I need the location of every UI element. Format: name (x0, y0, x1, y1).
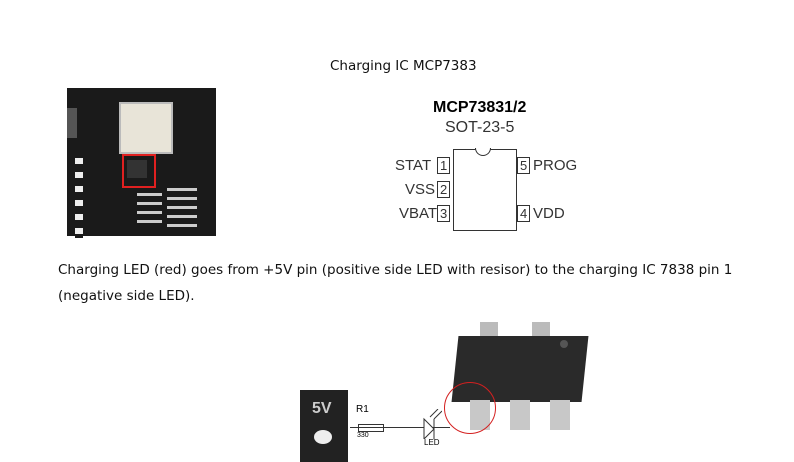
paragraph-line-2: (negative side LED). (58, 288, 195, 304)
part-number: MCP73831/2 (433, 99, 527, 116)
resistor-label: R1 (356, 404, 369, 415)
pin-3-number: 3 (437, 205, 451, 222)
pin-4-number: 4 (517, 205, 531, 222)
paragraph-line-1: Charging LED (red) goes from +5V pin (po… (58, 262, 733, 278)
pcb-photo (67, 88, 216, 238)
led-schematic: R1 330 LED (350, 404, 450, 455)
resistor-value: 330 (357, 432, 369, 439)
pin-2-name: VSS (405, 181, 436, 198)
pin-5-name: PROG (533, 157, 578, 174)
pin-2-number: 2 (437, 181, 451, 198)
heading: Charging IC MCP7383 (330, 58, 477, 74)
pin-5-number: 5 (517, 157, 531, 174)
pinout-diagram: MCP73831/2 SOT-23-5 1 STAT 2 VSS 3 VBAT … (395, 95, 605, 235)
pin-3-name: VBAT (399, 205, 438, 222)
led-label: LED (424, 438, 440, 447)
board-5v-photo: 5V (300, 390, 348, 462)
chip-photo (440, 318, 600, 443)
led-symbol-icon (423, 409, 442, 439)
package-name: SOT-23-5 (445, 119, 515, 136)
pin-4-name: VDD (533, 205, 565, 222)
pin-1-number: 1 (437, 157, 451, 174)
board-5v-label: 5V (312, 400, 332, 417)
pin-1-name: STAT (395, 157, 432, 174)
